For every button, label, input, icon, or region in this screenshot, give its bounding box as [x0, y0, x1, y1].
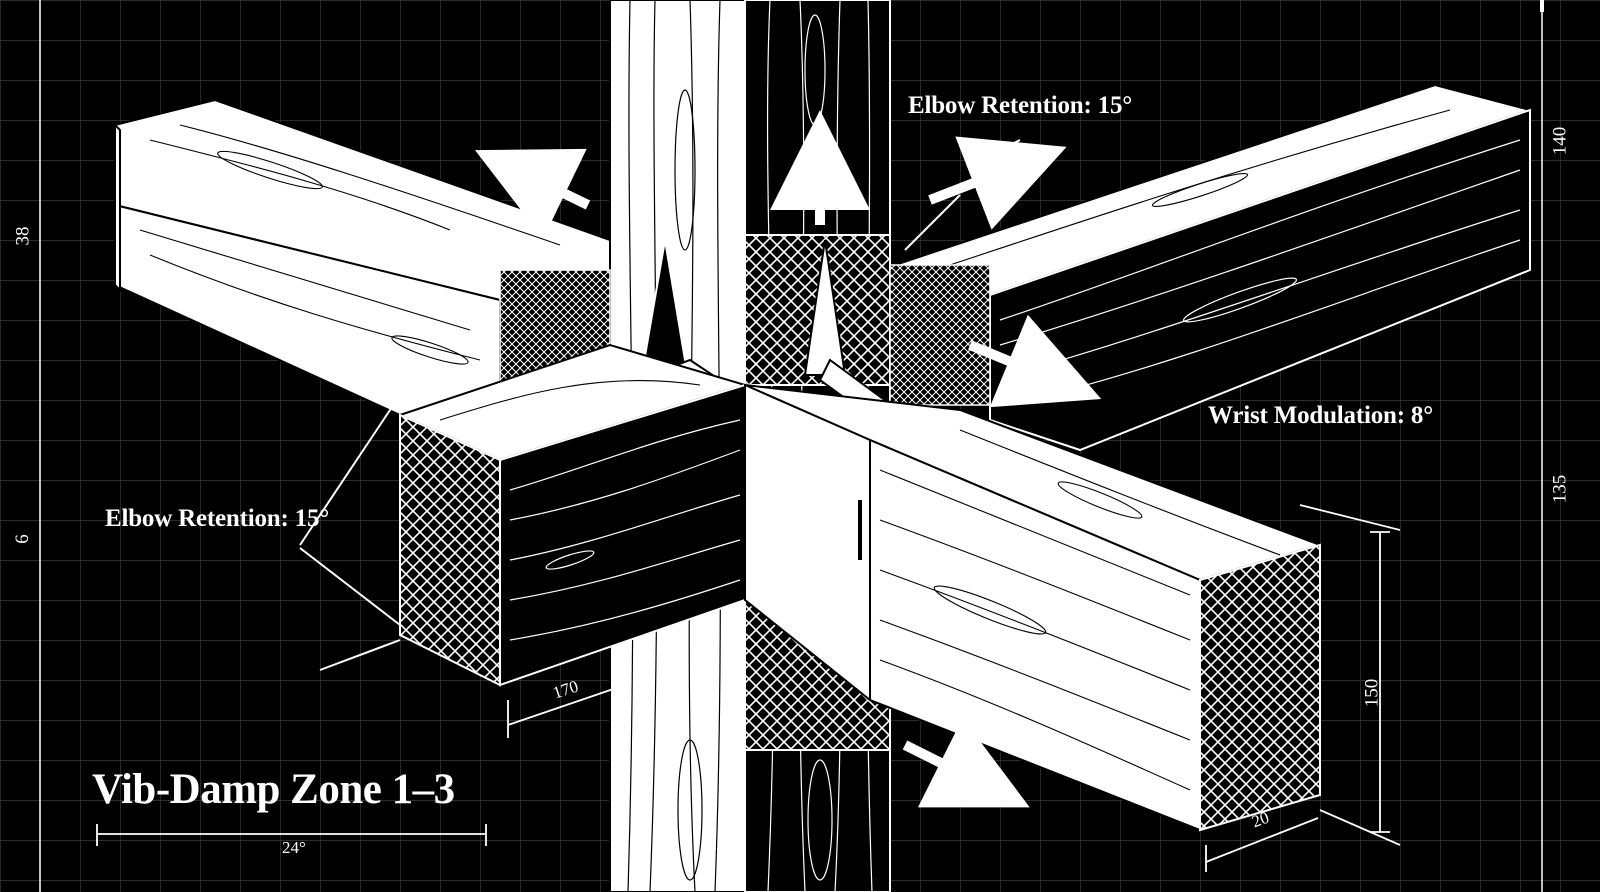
- leader-lines: [299, 139, 1021, 671]
- dim-left-upper: 38: [12, 226, 34, 246]
- beam-front-left: [397, 343, 749, 687]
- zone-title: Vib-Damp Zone 1–3: [92, 766, 455, 813]
- dim-right-upper: 140: [1549, 126, 1571, 156]
- dim-end-height: 150: [1361, 678, 1383, 708]
- beam-back-right: [889, 83, 1534, 452]
- dim-bottom-left: 24°: [282, 838, 306, 857]
- frame-lines: [39, 0, 1544, 892]
- motion-arrows: [475, 110, 1102, 808]
- dim-left-lower: 6: [11, 534, 33, 544]
- dim-right-middle: 135: [1549, 474, 1571, 504]
- callout-wrist-modulation: Wrist Modulation: 8°: [1208, 402, 1433, 429]
- beam-front-right: [744, 383, 1324, 832]
- dimension-lines: [96, 504, 1401, 872]
- callout-elbow-retention-top: Elbow Retention: 15°: [908, 92, 1133, 119]
- callout-elbow-retention-left: Elbow Retention: 15°: [105, 505, 330, 532]
